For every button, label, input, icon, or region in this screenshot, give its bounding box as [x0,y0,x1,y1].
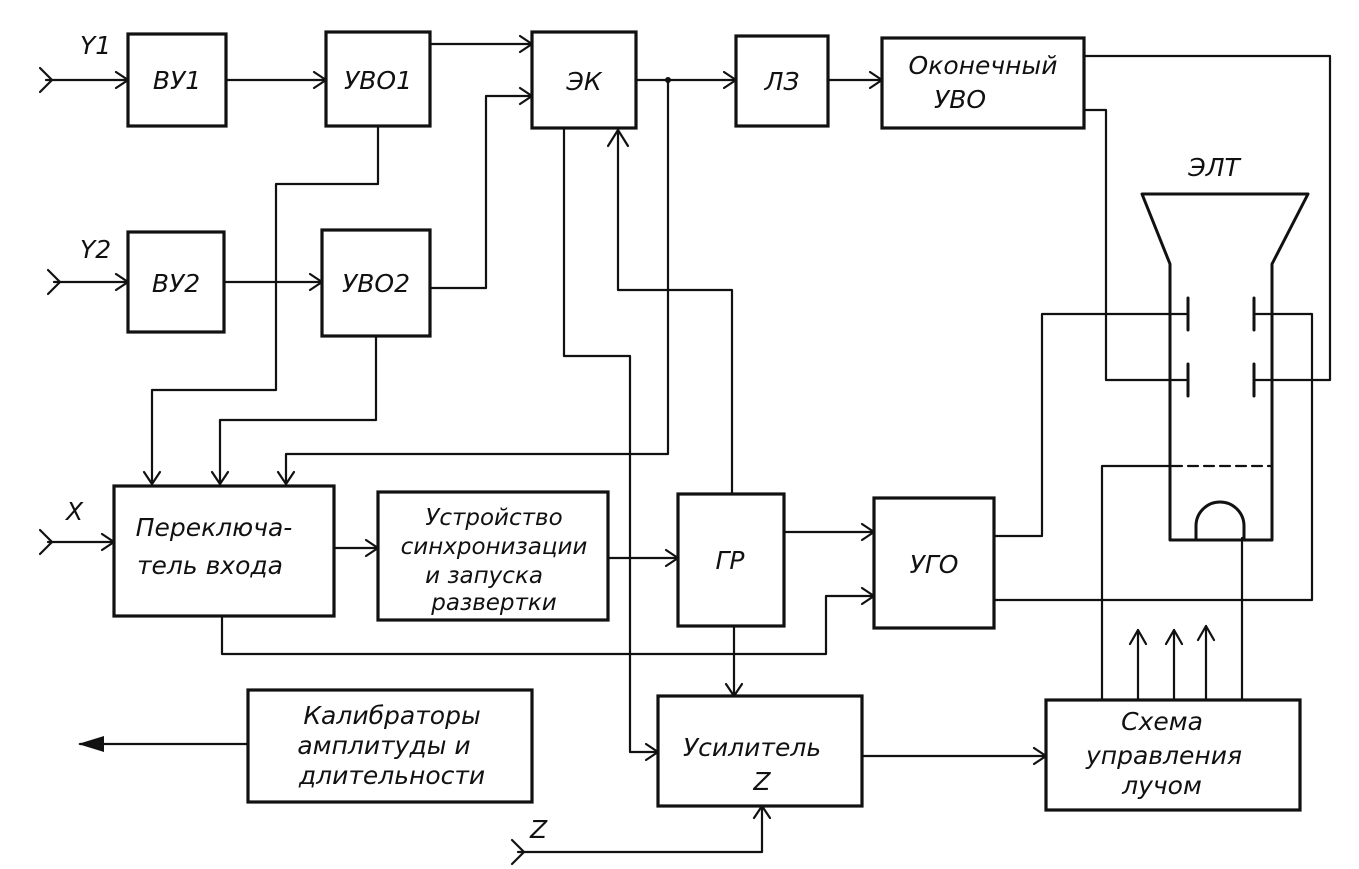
uvo2-block [320,228,432,338]
input-switch-label-line1: Переключа- [136,513,293,542]
final-uvo-block [880,36,1086,130]
crt-outline [1140,192,1310,542]
ek-to-ampz-line [562,126,660,754]
calibrators-output-arrowhead [78,736,104,752]
uvo1-to-switch-arrow [142,470,162,486]
lz-label: ЛЗ [764,67,800,96]
calibrators-label-line2: амплитуды и [297,731,470,760]
amp-z-block [656,694,864,808]
crt-cathode [1194,500,1246,542]
vu2-block [126,230,226,334]
uvo2-to-switch-line [218,334,378,486]
vu1-label: ВУ1 [153,66,201,95]
input-label-y2: Y2 [80,235,111,264]
input-label-x: X [64,497,84,526]
uvo1-to-switch-line [150,124,380,486]
ek-tap-to-switch-line [284,78,670,486]
calibrators-label-line1: Калибраторы [303,701,480,730]
input-label-z: Z [529,815,548,844]
input-label-y1: Y1 [80,31,111,60]
uvo2-to-switch-arrow [210,470,230,486]
gr-block [676,492,786,628]
ugo-block [872,496,996,630]
amp-z-label-line2: Z [752,767,771,796]
final-to-yplate-lower [1082,108,1188,382]
amp-z-label-line1: Усилитель [683,733,821,762]
z-input-line [516,804,764,854]
uvo2-to-ek-line [428,94,534,290]
crt-tube [1140,192,1310,542]
input-switch-block [112,484,336,618]
ek-tap-to-switch-arrow [276,470,296,486]
sync-device-block [376,490,610,622]
ek-block [530,30,638,130]
uvo1-block [324,30,432,128]
final-uvo-label-line2: УВО [934,85,986,114]
beam-control-block [1044,698,1302,812]
beam-supply-arrow-2 [1164,628,1184,646]
switch-to-ugo-line [220,594,876,656]
uvo1-label: УВО1 [344,66,412,95]
labels: Y1 Y2 X Z ВУ1 УВО1 ВУ2 УВО2 ЭК ЛЗ Оконеч… [64,31,1242,844]
input-switch-label-line2: тель входа [137,551,283,580]
final-to-yplate-right [1082,54,1332,382]
lz-block [734,34,830,128]
y1-input-tick [38,66,54,94]
calibrators-label-line3: длительности [298,761,485,790]
sync-device-label-line1: Устройство [425,505,562,531]
gr-label: ГР [715,546,745,575]
final-uvo-label-line1: Оконечный [909,51,1058,80]
ugo-to-xplate-left [992,312,1188,538]
crt-label: ЭЛТ [1187,153,1241,182]
beam-supply-arrow-3 [1196,624,1216,642]
x-input-tick [38,528,54,556]
sync-device-label-line3: и запуска [425,563,543,589]
z-input-tick [510,838,526,866]
beam-control-label-line2: управления [1085,741,1242,770]
sync-device-label-line2: синхронизации [401,534,588,560]
beam-supply-arrow-1 [1128,628,1148,646]
ek-label: ЭК [565,67,602,96]
calibrators-block [246,688,534,804]
sync-device-label-line4: развертки [430,590,557,616]
gr-to-ek-line [616,126,734,496]
vu1-block [126,32,228,128]
gr-to-ek-arrow [606,128,630,148]
ugo-label: УГО [910,550,959,579]
beam-control-label-line1: Схема [1121,707,1203,736]
vu2-label: ВУ2 [152,269,200,298]
connections [38,34,1332,866]
uvo2-label: УВО2 [342,269,410,298]
y2-input-tick [46,268,62,296]
beam-control-label-line3: лучом [1121,771,1202,800]
ugo-to-xplate-right [992,312,1314,602]
beam-to-grid-line [1100,464,1172,702]
